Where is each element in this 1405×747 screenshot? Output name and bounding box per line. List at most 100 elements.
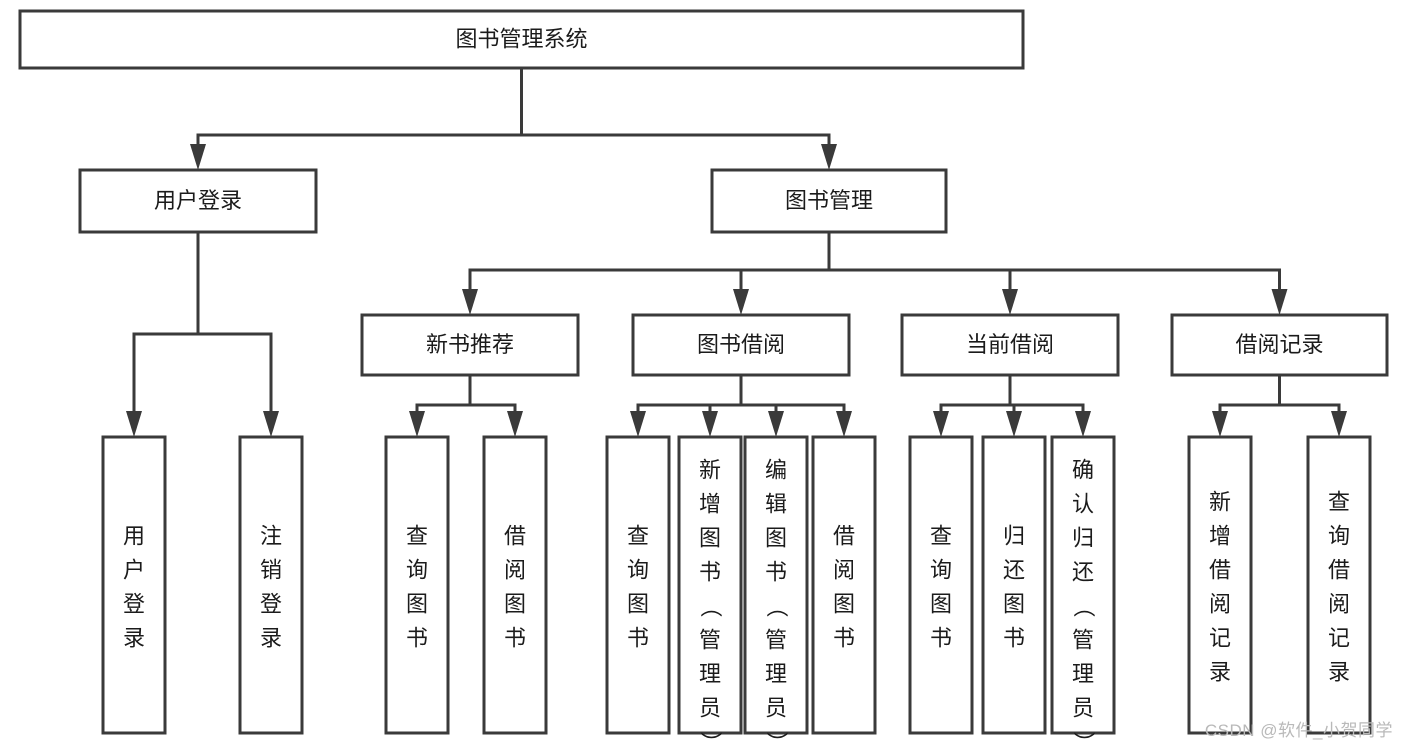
node-label-char: 图	[504, 592, 526, 617]
node-label-char: （	[764, 596, 789, 618]
node-label-char: 查	[627, 524, 649, 549]
node-box	[360, 313, 580, 377]
node-label-char: 管	[1072, 628, 1094, 653]
node-borrow[interactable]: 图书借阅	[631, 313, 851, 377]
node-newbook[interactable]: 新书推荐	[360, 313, 580, 377]
node-label-char: 理	[1072, 662, 1094, 687]
arrow-head	[1002, 289, 1018, 315]
node-label-char: 图	[627, 592, 649, 617]
arrow-head	[126, 411, 142, 437]
arrow-head	[263, 411, 279, 437]
arrow-head	[821, 144, 837, 170]
connector-login-to-leaf-user-login	[126, 232, 200, 437]
connector-root-to-bookmgmt	[520, 68, 837, 170]
connector-newbook-to-leaf-borrow-book-1	[468, 375, 523, 437]
node-label-char: 书	[1003, 626, 1025, 651]
node-bookmgmt[interactable]: 图书管理	[710, 168, 948, 234]
node-label: 借阅记录	[1235, 332, 1323, 357]
arrow-head	[630, 411, 646, 437]
node-label-char: 用	[123, 524, 145, 549]
node-current[interactable]: 当前借阅	[900, 313, 1120, 377]
node-label-char: 归	[1003, 524, 1025, 549]
arrow-head	[462, 289, 478, 315]
connector-bookmgmt-to-newbook	[462, 232, 831, 315]
node-box	[1050, 435, 1116, 735]
node-login[interactable]: 用户登录	[78, 168, 318, 234]
node-label-char: 户	[123, 558, 145, 583]
arrow-head	[933, 411, 949, 437]
node-label-char: 增	[699, 492, 721, 517]
node-box	[631, 313, 851, 377]
node-label-char: 书	[699, 560, 721, 585]
connector-current-to-leaf-query-book-3	[933, 375, 1012, 437]
arrow-head	[768, 411, 784, 437]
node-label-char: 还	[1003, 558, 1025, 583]
arrow-head	[1271, 289, 1288, 315]
node-label-char: 辑	[765, 492, 787, 517]
node-box	[743, 435, 809, 735]
connector-bookmgmt-to-borrow	[733, 232, 831, 315]
node-label-char: 管	[765, 628, 787, 653]
node-label-char: 阅	[504, 558, 526, 583]
node-label-char: 记	[1209, 626, 1231, 651]
node-label-char: 图	[406, 592, 428, 617]
node-label-char: 借	[833, 524, 855, 549]
node-label-char: 查	[930, 524, 952, 549]
node-label-char: 编	[765, 458, 787, 483]
node-label-char: 阅	[833, 558, 855, 583]
node-label-char: 员	[1072, 696, 1094, 721]
node-box	[677, 435, 743, 735]
node-label-char: 录	[1209, 660, 1231, 685]
node-label-char: 新	[699, 458, 721, 483]
node-box	[811, 435, 877, 735]
node-box	[981, 435, 1047, 735]
node-label-char: 借	[504, 524, 526, 549]
node-box	[482, 435, 548, 735]
node-box	[1170, 313, 1389, 377]
node-label-char: 还	[1072, 560, 1094, 585]
node-box	[1187, 435, 1253, 735]
arrow-head	[409, 411, 425, 437]
node-root[interactable]: 图书管理系统	[18, 9, 1025, 70]
node-label-char: 询	[1328, 524, 1350, 549]
arrow-head	[507, 411, 523, 437]
node-label-char: 管	[699, 628, 721, 653]
node-box	[908, 435, 974, 735]
arrow-head	[190, 144, 206, 170]
node-label-char: 认	[1072, 492, 1094, 517]
connector-root-to-login	[190, 68, 523, 170]
node-leaf-user-login[interactable]: 用户登录	[101, 435, 167, 735]
node-label-char: 确	[1072, 458, 1094, 483]
node-label-char: 阅	[1328, 592, 1350, 617]
node-label-char: 图	[1003, 592, 1025, 617]
node-label-char: 录	[260, 626, 282, 651]
node-label-char: 图	[699, 526, 721, 551]
node-box	[78, 168, 318, 234]
connector-record-to-leaf-add-record	[1212, 375, 1281, 437]
node-label-char: 增	[1209, 524, 1231, 549]
node-label-char: 借	[1209, 558, 1231, 583]
node-label: 用户登录	[154, 188, 242, 213]
arrow-head	[836, 411, 852, 437]
node-label-char: 录	[123, 626, 145, 651]
node-label-char: （	[698, 596, 723, 618]
node-label-char: 理	[699, 662, 721, 687]
node-label-char: ）	[1071, 732, 1096, 747]
node-label: 图书管理系统	[455, 26, 587, 51]
node-record[interactable]: 借阅记录	[1170, 313, 1389, 377]
node-label: 图书借阅	[697, 332, 785, 357]
